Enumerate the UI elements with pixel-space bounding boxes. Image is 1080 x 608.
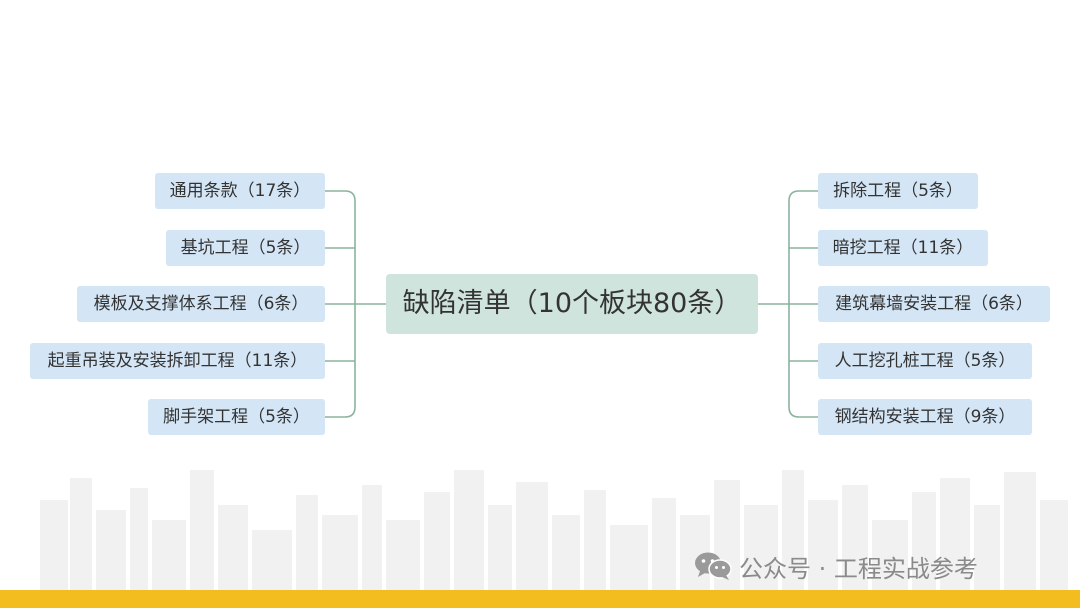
left-branch-node-general: 通用条款（17条） [155,173,325,209]
watermark: 公众号 · 工程实战参考 [693,548,978,584]
watermark-text: 公众号 · 工程实战参考 [739,549,978,584]
right-branch-node-tunneling: 暗挖工程（11条） [818,230,988,266]
left-branch-node-hoisting: 起重吊装及安装拆卸工程（11条） [30,343,325,379]
left-branch-node-formwork: 模板及支撑体系工程（6条） [77,286,325,322]
left-branch-node-excavation: 基坑工程（5条） [166,230,325,266]
bottom-accent-bar [0,590,1080,608]
left-branch-node-scaffolding: 脚手架工程（5条） [148,399,325,435]
right-branch-node-dug-pile: 人工挖孔桩工程（5条） [818,343,1032,379]
right-branch-node-steel-structure: 钢结构安装工程（9条） [818,399,1032,435]
wechat-icon [693,551,733,581]
mindmap-center-node: 缺陷清单（10个板块80条） [386,274,758,334]
right-branch-node-demolition: 拆除工程（5条） [818,173,978,209]
right-branch-node-curtain-wall: 建筑幕墙安装工程（6条） [818,286,1050,322]
